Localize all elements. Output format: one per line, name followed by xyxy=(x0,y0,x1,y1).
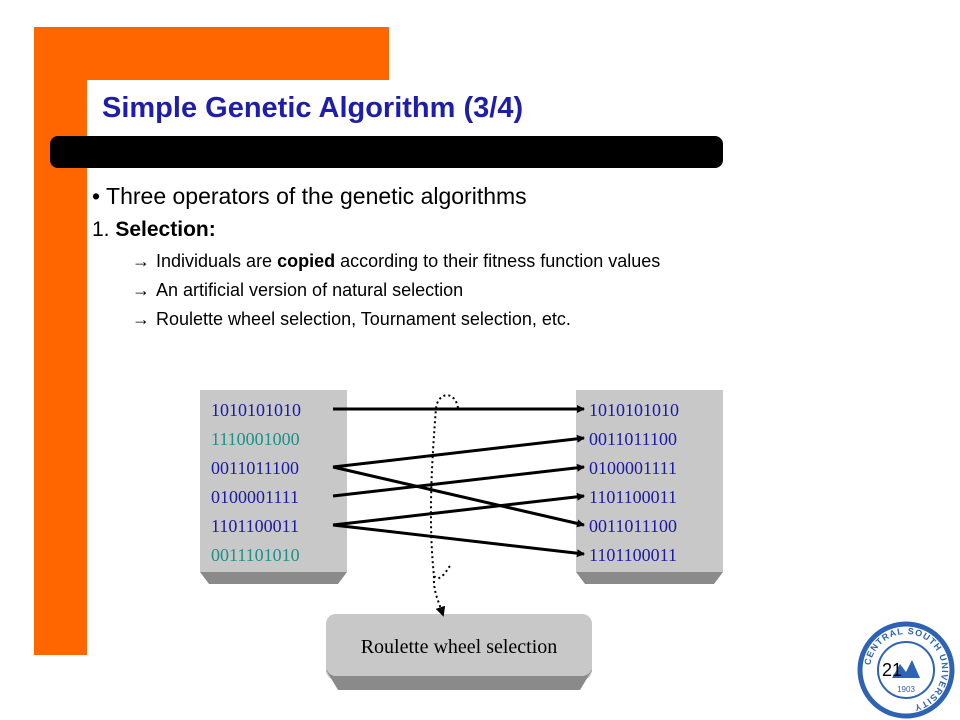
left-chromosome: 1110001000 xyxy=(211,429,300,449)
roulette-box xyxy=(326,614,592,690)
university-seal-logo: CENTRAL SOUTH UNIVERSITY 1903 xyxy=(857,621,955,719)
sub-point: → Roulette wheel selection, Tournament se… xyxy=(132,309,571,330)
bullet-text: Three operators of the genetic algorithm… xyxy=(106,183,527,209)
accent-bar-horizontal xyxy=(34,27,389,80)
right-chromosome: 0011011100 xyxy=(589,516,677,536)
left-population-panel xyxy=(200,390,347,584)
sub-point-text: Individuals are xyxy=(156,251,278,271)
left-population-list: 1010101010 1110001000 0011011100 0100001111… xyxy=(211,396,301,570)
arrow-right-icon: → xyxy=(132,309,150,329)
accent-bar-vertical xyxy=(34,27,87,655)
left-chromosome: 1010101010 xyxy=(211,400,301,420)
left-chromosome: 1101100011 xyxy=(211,516,299,536)
roulette-label: Roulette wheel selection xyxy=(360,635,558,658)
selection-arrow xyxy=(332,434,585,469)
numbered-label: Selection: xyxy=(115,218,216,241)
selection-arrow xyxy=(332,523,585,558)
right-chromosome: 1101100011 xyxy=(589,487,677,507)
left-chromosome: 0100001111 xyxy=(211,487,299,507)
bullet-glyph: • xyxy=(92,183,101,209)
slide-title: Simple Genetic Algorithm (3/4) xyxy=(102,92,524,124)
numbered-prefix: 1. xyxy=(92,218,116,241)
sub-point: → Individuals are copied according to the… xyxy=(132,251,660,272)
sub-point-text: according to their fitness function valu… xyxy=(335,251,661,271)
numbered-item: 1. Selection: xyxy=(92,218,216,242)
seal-center-year: 1903 xyxy=(897,685,915,694)
svg-text:CENTRAL SOUTH UNIVERSITY: CENTRAL SOUTH UNIVERSITY xyxy=(862,626,950,713)
seal-text: CENTRAL SOUTH UNIVERSITY xyxy=(862,626,949,713)
left-chromosome: 0011101010 xyxy=(211,545,300,565)
page-number: 21 xyxy=(882,660,903,680)
right-chromosome: 0011011100 xyxy=(589,429,677,449)
title-rule xyxy=(50,136,723,168)
selection-arrow xyxy=(332,492,585,527)
sub-point: → An artificial version of natural select… xyxy=(132,280,463,301)
left-chromosome: 0011011100 xyxy=(211,458,299,478)
roulette-pointer-arrow xyxy=(429,394,459,612)
selection-arrow xyxy=(332,465,585,528)
bullet-item: • Three operators of the genetic algorit… xyxy=(92,183,527,210)
arrow-right-icon: → xyxy=(132,280,150,300)
right-chromosome: 1101100011 xyxy=(589,545,677,565)
right-chromosome: 1010101010 xyxy=(589,400,679,420)
right-population-list: 1010101010 0011011100 0100001111 1101100011… xyxy=(589,396,679,570)
right-population-panel xyxy=(576,390,723,584)
selection-arrow xyxy=(332,463,585,498)
sub-point-emphasis: copied xyxy=(277,251,336,271)
right-chromosome: 0100001111 xyxy=(589,458,677,478)
sub-point-text: An artificial version of natural selecti… xyxy=(156,280,464,300)
arrow-right-icon: → xyxy=(132,251,150,271)
sub-point-text: Roulette wheel selection, Tournament sel… xyxy=(156,309,571,329)
